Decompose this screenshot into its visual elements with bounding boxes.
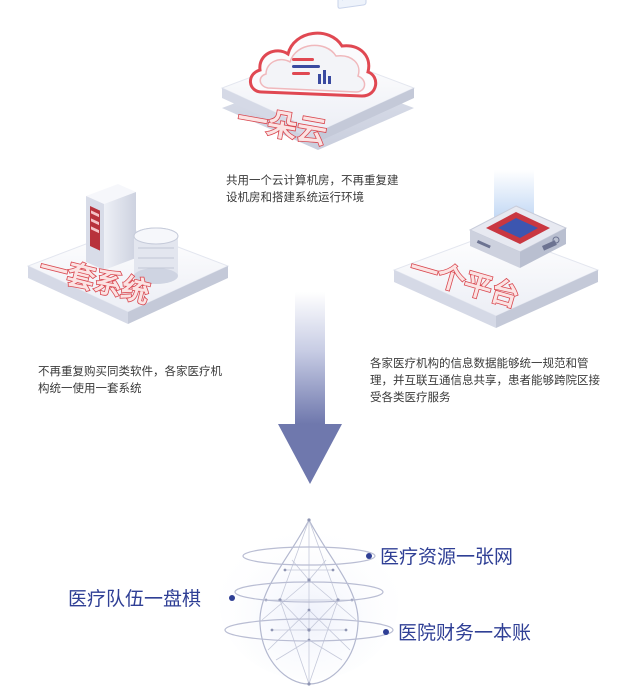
system-description: 不再重复购买同类软件，各家医疗机 构统一使用一套系统 [38, 363, 222, 397]
down-arrow-icon [278, 292, 342, 484]
platform-desc-line-2: 理，并互联互通信息共享，患者能够跨院区接 [370, 373, 600, 387]
system-desc-line-1: 不再重复购买同类软件，各家医疗机 [38, 364, 222, 378]
platform-desc-line-3: 受各类医疗服务 [370, 390, 451, 404]
system-tile: 一套系统 [26, 184, 230, 324]
platform-desc-line-1: 各家医疗机构的信息数据能够统一规范和管 [370, 356, 589, 370]
platform-description: 各家医疗机构的信息数据能够统一规范和管 理，并互联互通信息共享，患者能够跨院区接… [370, 355, 600, 406]
cloud-icon [249, 0, 378, 98]
cloud-desc-line-2: 设机房和搭建系统运行环境 [226, 190, 364, 204]
cloud-description: 共用一个云计算机房，不再重复建 设机房和搭建系统运行环境 [226, 172, 399, 206]
disk-stack-icon [133, 227, 179, 284]
cloud-tile: 一朵云 [220, 0, 416, 152]
finance-bullet [383, 629, 389, 635]
team-bullet [229, 595, 235, 601]
cloud-desc-line-1: 共用一个云计算机房，不再重复建 [226, 173, 399, 187]
resources-slogan: 医疗资源一张网 [380, 546, 514, 568]
server-rack-icon [86, 184, 136, 270]
system-desc-line-2: 构统一使用一套系统 [38, 381, 142, 395]
platform-tile: 一个平台 [392, 170, 600, 328]
resources-bullet [366, 553, 372, 559]
chip-platform-icon [468, 170, 568, 268]
team-slogan: 医疗队伍一盘棋 [68, 588, 202, 610]
finance-slogan: 医院财务一本账 [398, 622, 532, 644]
data-droplet-icon [219, 518, 399, 686]
orbit-rings [224, 546, 394, 642]
